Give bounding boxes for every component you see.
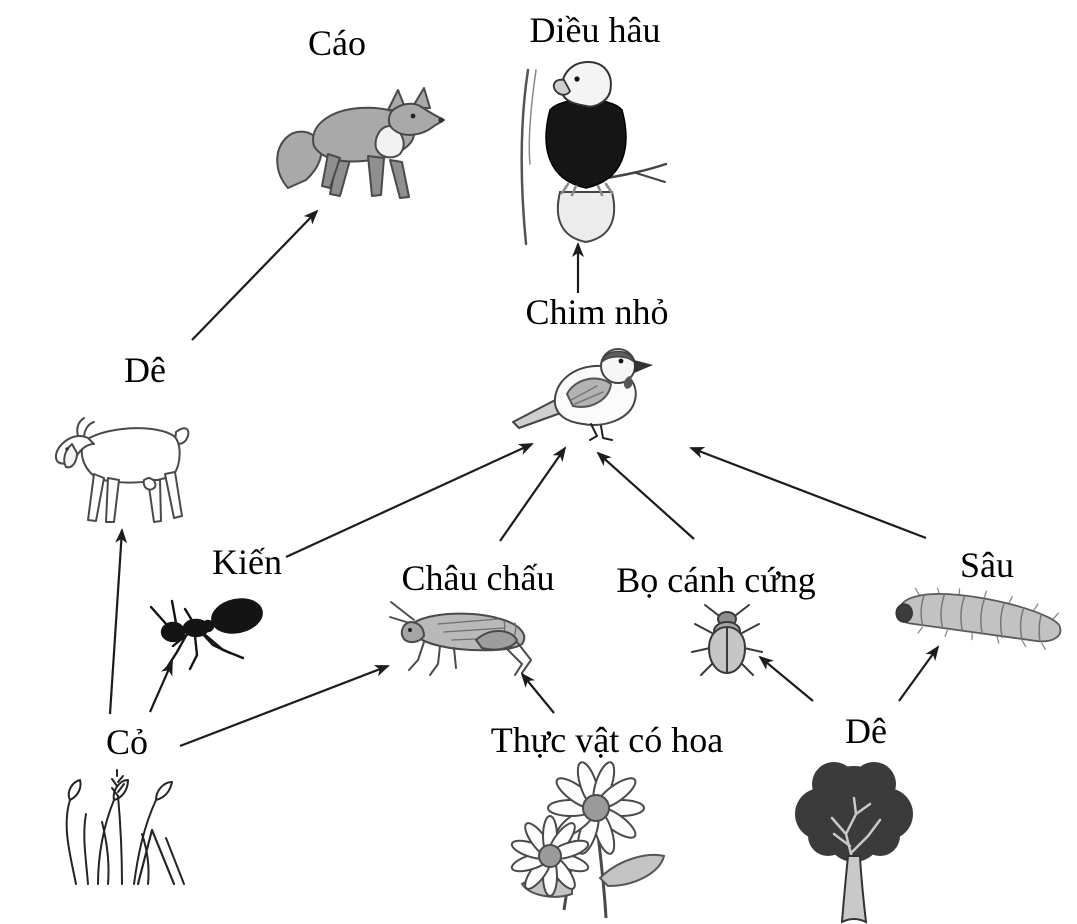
- label-fox: Cáo: [308, 23, 366, 63]
- sparrow-icon: [512, 348, 653, 441]
- label-grasshopper: Châu chấu: [401, 558, 555, 598]
- label-grass: Cỏ: [105, 722, 149, 762]
- arrow-beetle-to-small-bird: [596, 451, 695, 540]
- label-tree: Dê: [845, 711, 887, 751]
- grass-icon: [65, 769, 185, 886]
- label-goat: Dê: [124, 350, 166, 390]
- label-hawk: Diều hâu: [529, 10, 661, 50]
- grasshopper-icon: [389, 601, 532, 676]
- label-caterpillar: Sâu: [960, 545, 1014, 585]
- arrow-grass-to-goat: [108, 528, 128, 715]
- label-ant: Kiến: [212, 542, 282, 582]
- goat-icon: [54, 417, 190, 523]
- daisy-flowers-icon: [510, 761, 666, 919]
- fox-icon: [276, 87, 445, 199]
- arrow-goat-to-fox: [191, 209, 319, 341]
- label-small-bird: Chim nhỏ: [525, 292, 669, 332]
- caterpillar-icon: [895, 588, 1062, 650]
- beetle-icon: [691, 604, 763, 676]
- label-beetle: Bọ cánh cứng: [616, 560, 816, 600]
- label-flowering-plant: Thực vật có hoa: [490, 720, 724, 760]
- tree-icon: [795, 762, 913, 924]
- arrow-tree-to-caterpillar: [898, 645, 940, 702]
- arrow-caterpillar-to-small-bird: [689, 446, 927, 540]
- eagle-icon: [520, 60, 668, 246]
- arrow-tree-to-beetle: [758, 655, 814, 702]
- arrow-ant-to-small-bird: [285, 443, 534, 558]
- ant-icon: [149, 598, 263, 671]
- arrow-grass-to-grasshopper: [179, 664, 390, 748]
- arrow-grasshopper-to-small-bird: [499, 446, 567, 542]
